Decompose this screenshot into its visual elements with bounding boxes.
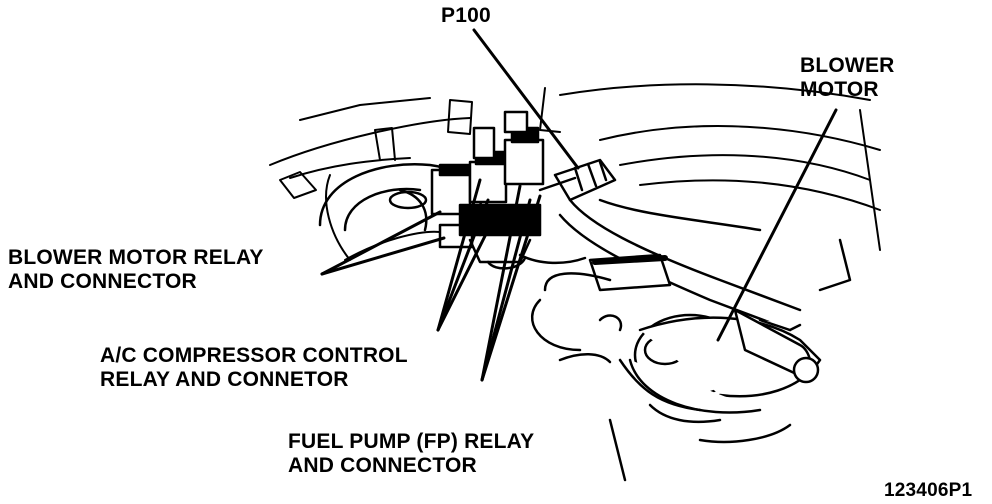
label-fuel-pump-relay-line2: AND CONNECTOR	[288, 454, 477, 477]
label-ac-compressor-relay: A/C COMPRESSOR CONTROL RELAY AND CONNETO…	[100, 344, 408, 392]
figure-id: 123406P1	[884, 480, 973, 501]
leader-lines	[320, 28, 838, 382]
label-blower-motor-relay: BLOWER MOTOR RELAY AND CONNECTOR	[8, 246, 264, 294]
label-blower-motor-relay-line1: BLOWER MOTOR RELAY	[8, 246, 264, 269]
label-ac-compressor-relay-line2: RELAY AND CONNETOR	[100, 368, 349, 391]
label-blower-motor-line2: MOTOR	[800, 78, 879, 101]
leader-blower-relay-2	[320, 236, 446, 276]
label-p100: P100	[441, 4, 491, 27]
duct-work	[608, 238, 852, 482]
relay-fuel-pump	[503, 138, 545, 186]
leader-ac-relay-3	[436, 212, 498, 332]
leader-blower-motor	[716, 108, 838, 342]
leader-fp-relay-3	[480, 194, 542, 382]
leader-p100	[472, 28, 580, 170]
leader-ac-relay-1	[436, 178, 482, 332]
leader-ac-relay-2	[436, 198, 490, 332]
firewall-outline	[269, 83, 881, 261]
label-blower-motor-relay-line2: AND CONNECTOR	[8, 270, 197, 293]
leader-blower-relay-1	[320, 210, 442, 276]
label-fuel-pump-relay: FUEL PUMP (FP) RELAY AND CONNECTOR	[288, 430, 534, 478]
label-fuel-pump-relay-line1: FUEL PUMP (FP) RELAY	[288, 430, 535, 453]
relay-bracket	[430, 110, 545, 270]
leader-fp-relay-1	[480, 184, 522, 382]
label-ac-compressor-relay-line1: A/C COMPRESSOR CONTROL	[100, 344, 408, 367]
connector-p100	[538, 158, 617, 202]
wiring-harness	[518, 198, 802, 364]
label-blower-motor-line1: BLOWER	[800, 54, 895, 77]
blower-motor	[628, 308, 822, 414]
label-blower-motor: BLOWER MOTOR	[800, 54, 895, 102]
